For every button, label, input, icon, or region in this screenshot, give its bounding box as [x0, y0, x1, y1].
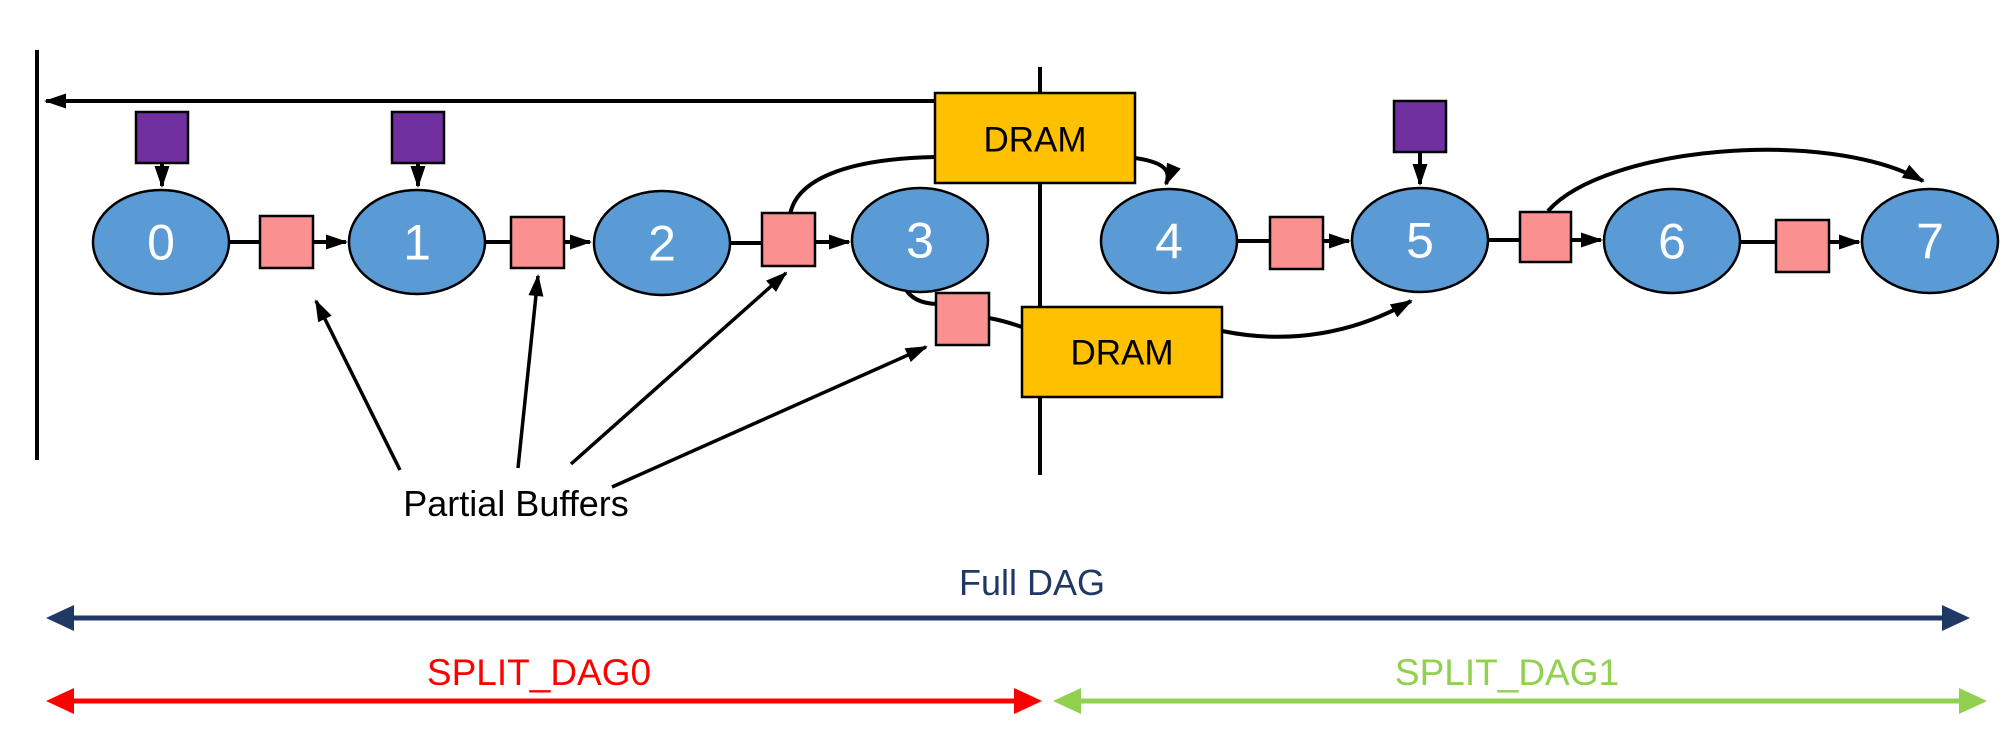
dag-node-6-ellipse: [1602, 187, 1742, 295]
dram-box-top-label: DRAM: [983, 121, 1086, 160]
partial-buffer-2-3: [760, 211, 817, 268]
dram-box-bottom: DRAM: [1020, 305, 1224, 399]
full-dag-span-arrow: [46, 605, 1970, 631]
dag-node-2-label: 2: [648, 216, 676, 272]
partial-buffer-5-6: [1518, 210, 1573, 264]
split-dag1-left-arrowhead: [1053, 688, 1081, 714]
dag-node-0: 0: [91, 188, 231, 296]
dag-node-7: 7: [1860, 187, 2000, 295]
split-dag1-span-arrow: [1053, 688, 1987, 714]
dag-node-1: 1: [347, 188, 487, 296]
dram-box-bottom-rect: [1020, 305, 1224, 399]
dag-node-4: 4: [1099, 187, 1239, 295]
split-dag0-right-arrowhead: [1014, 688, 1042, 714]
dag-node-2: 2: [592, 189, 732, 297]
curve-buffer56-to-node7: [1546, 147, 1925, 213]
dag-node-1-label: 1: [403, 215, 431, 271]
partial-buffer-6-7: [1774, 218, 1831, 274]
split-dag0-span-arrow: [46, 688, 1042, 714]
partial-buffers-pointer-3: [569, 271, 788, 466]
dag-node-0-ellipse: [91, 188, 231, 296]
split-dag0-left-arrowhead: [46, 688, 74, 714]
dag-node-5-ellipse: [1350, 186, 1490, 294]
input-square-node1: [390, 110, 446, 165]
partial-buffers-pointer-2: [516, 274, 544, 469]
curve-partial-buffer-to-dram-bottom: [988, 316, 1023, 329]
partial-buffer-4-5: [1268, 215, 1325, 271]
dag-node-7-ellipse: [1860, 187, 2000, 295]
dram-box-top-rect: [933, 91, 1137, 185]
split-dag1-label: SPLIT_DAG1: [1395, 652, 1619, 693]
dag-node-6-label: 6: [1658, 214, 1686, 270]
dag-node-6: 6: [1602, 187, 1742, 295]
dag-node-4-label: 4: [1155, 214, 1183, 270]
input-square-node0: [134, 110, 190, 165]
split-dag1-right-arrowhead: [1959, 688, 1987, 714]
dram-box-bottom-label: DRAM: [1070, 334, 1173, 373]
full-dag-left-arrowhead: [46, 605, 74, 631]
dag-node-2-ellipse: [592, 189, 732, 297]
curve-dram-top-to-node4: [1134, 156, 1181, 186]
dag-node-3-ellipse: [850, 186, 990, 294]
dram-box-top: DRAM: [933, 91, 1137, 185]
dag-node-3: 3: [850, 186, 990, 294]
dag-node-1-ellipse: [347, 188, 487, 296]
curve-buffer23-to-dram-top: [788, 155, 936, 216]
dag-node-0-label: 0: [147, 215, 175, 271]
dag-node-7-label: 7: [1916, 214, 1944, 270]
dag-node-3-label: 3: [906, 213, 934, 269]
input-square-node5: [1392, 99, 1448, 154]
partial-buffers-label: Partial Buffers: [403, 483, 628, 524]
full-dag-right-arrowhead: [1942, 605, 1970, 631]
dag-node-5-label: 5: [1406, 213, 1434, 269]
curve-dram-bottom-to-node5: [1221, 299, 1413, 339]
partial-buffers-pointer-1: [314, 299, 402, 471]
partial-buffer-0-1: [258, 214, 315, 270]
dag-node-5: 5: [1350, 186, 1490, 294]
partial-buffer-3-dram: [934, 291, 991, 347]
split-dag0-label: SPLIT_DAG0: [427, 652, 651, 693]
full-dag-label: Full DAG: [959, 562, 1105, 603]
partial-buffers-pointer-4: [611, 345, 928, 489]
partial-buffer-1-2: [509, 215, 566, 270]
dag-node-4-ellipse: [1099, 187, 1239, 295]
